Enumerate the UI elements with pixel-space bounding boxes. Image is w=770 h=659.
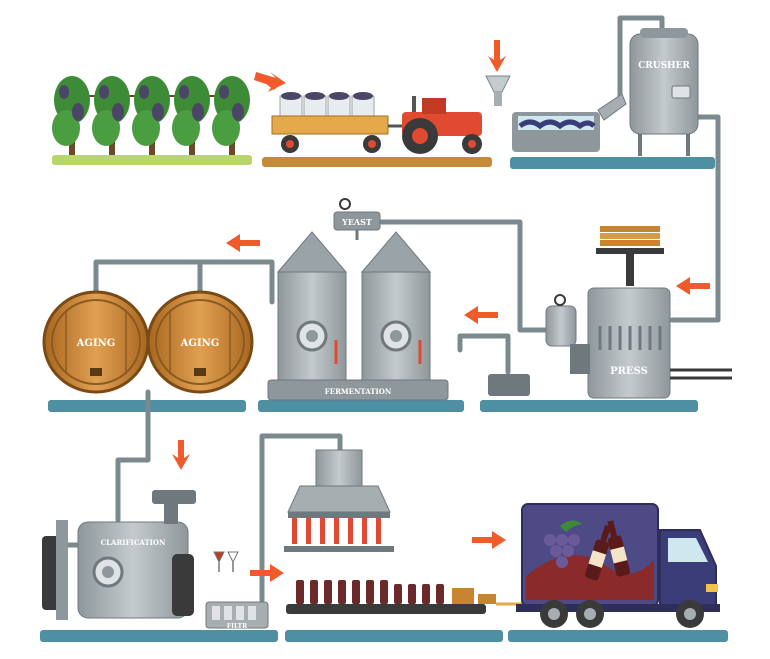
ground-vineyard [52, 155, 252, 165]
vineyard [52, 76, 250, 155]
crusher-tank [629, 33, 699, 135]
pipe-ferm-barrels [93, 259, 275, 305]
ground-tractor [262, 157, 492, 167]
trailer [271, 115, 389, 135]
arrow-right-icon [250, 564, 284, 582]
fermentation-label: FERMENTATION [325, 387, 392, 396]
bottles [296, 580, 444, 604]
arrow-right-icon [472, 531, 506, 549]
pipe-barrels-clar [115, 389, 151, 523]
fermentation-station: YEAST FERMENTATION [267, 198, 449, 401]
vine [172, 76, 210, 155]
bottling-station [284, 449, 540, 614]
arrow-right-icon [254, 72, 286, 92]
filter-label: FILTR [227, 623, 248, 630]
vine [132, 76, 170, 155]
aging-barrel: AGING [42, 290, 150, 394]
press-station: PRESS [488, 226, 732, 399]
pipe-clar-bottle [259, 433, 343, 603]
arrow-down-icon [488, 40, 506, 72]
gauge-icon [554, 294, 566, 306]
hopper [485, 75, 511, 93]
pipe-crusher-top [617, 15, 665, 103]
wine-glass-icon [213, 551, 225, 564]
conveyor-belt [286, 604, 486, 614]
pipe-yeast-pump [375, 219, 551, 333]
yeast-label: YEAST [341, 217, 372, 227]
ground-clarification [40, 630, 278, 642]
ground-fermentation [258, 400, 464, 412]
vine [52, 76, 90, 155]
arrow-left-icon [676, 277, 710, 295]
delivery-truck [516, 503, 720, 628]
pipe-pump-ferm [457, 333, 511, 375]
arrow-left-icon [464, 306, 498, 324]
aging-label-1: AGING [76, 338, 116, 349]
pump [545, 305, 577, 347]
vine [92, 76, 130, 155]
ground-press [480, 400, 698, 412]
arrow-down-icon [172, 440, 190, 470]
crusher-station: CRUSHER [485, 28, 699, 156]
clarification-station: CLARIFICATION FILTR [42, 490, 269, 630]
tractor-trailer [271, 92, 482, 154]
ground-bottling [285, 630, 503, 642]
grape-bunch-icon [544, 520, 582, 568]
aging-station: AGING AGING [42, 290, 254, 394]
crusher-label: CRUSHER [638, 61, 690, 71]
aging-label-2: AGING [180, 338, 220, 349]
pipe-crusher-press [669, 114, 721, 323]
fermentation-tank [276, 231, 348, 383]
grape-crates [279, 92, 375, 117]
filler-nozzles [292, 518, 381, 544]
wine-glass-icon [227, 551, 239, 564]
clarification-label: CLARIFICATION [101, 538, 166, 547]
ground-truck [508, 630, 728, 642]
gauge-icon [339, 198, 351, 210]
flow-arrows [172, 40, 710, 582]
fermentation-tank [360, 231, 432, 383]
aging-barrel: AGING [146, 290, 254, 394]
wine-bottle-icon [584, 520, 630, 581]
press-label: PRESS [610, 366, 648, 377]
control-panel [671, 85, 691, 99]
pipes [55, 15, 721, 603]
vine [212, 76, 250, 155]
ground-crusher [510, 157, 715, 169]
arrow-left-icon [226, 234, 260, 252]
